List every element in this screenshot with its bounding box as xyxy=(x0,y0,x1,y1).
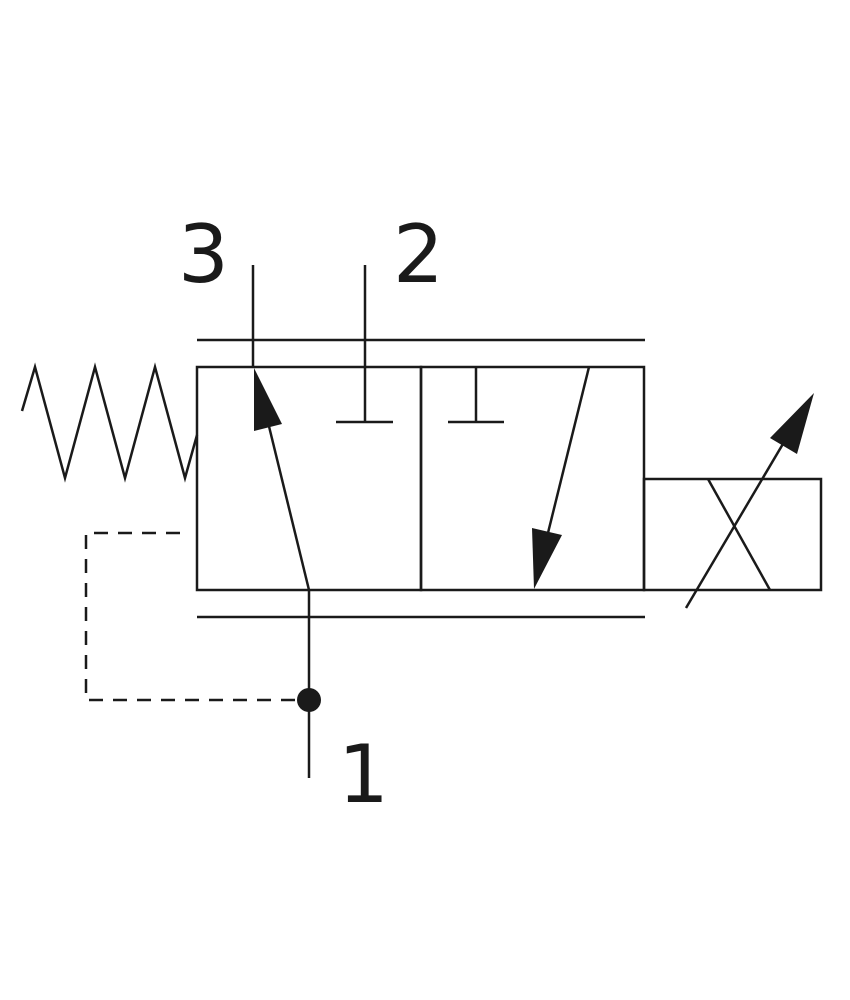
port-2-label: 2 xyxy=(393,208,444,301)
port-3-label: 3 xyxy=(178,208,229,301)
solenoid-actuator-icon xyxy=(642,477,823,592)
valve-position-left xyxy=(195,365,423,592)
blocked-port-icon xyxy=(448,367,504,424)
variable-adjust-arrow-icon xyxy=(684,393,814,609)
flow-arrow-icon xyxy=(254,368,311,591)
port-1-label: 1 xyxy=(338,728,389,821)
flow-arrow-icon xyxy=(532,366,591,589)
spring-icon xyxy=(20,362,199,483)
valve-position-right xyxy=(419,365,646,592)
pilot-line-icon xyxy=(84,531,309,702)
junction-dot-icon xyxy=(297,688,321,712)
